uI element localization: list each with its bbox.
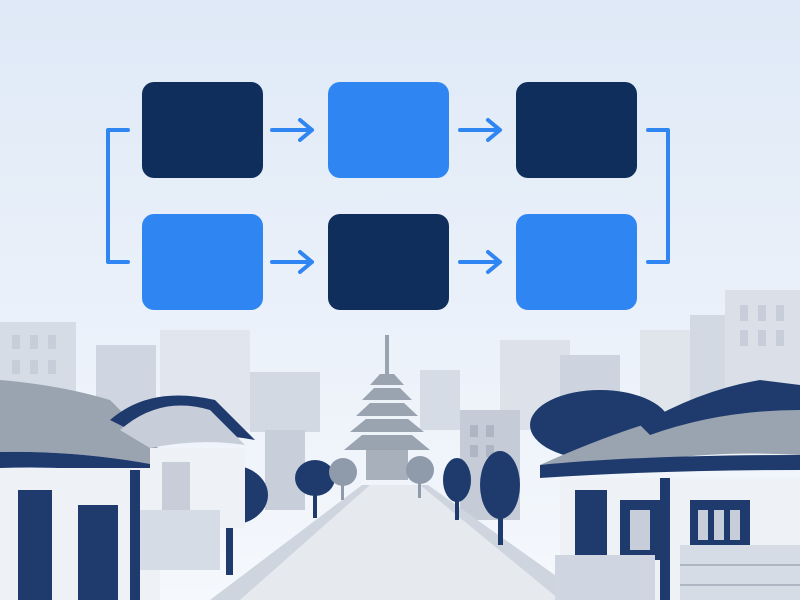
arrow-r1-1 <box>270 118 314 142</box>
flow-boxes <box>142 82 637 310</box>
flow-arrows <box>270 118 502 274</box>
arrow-r2-1 <box>270 250 314 274</box>
pagoda <box>344 335 430 480</box>
right-bracket-connector <box>646 128 670 264</box>
arrow-r2-2 <box>458 250 502 274</box>
flow-connectors <box>106 128 670 264</box>
box-r2-c1 <box>142 214 263 310</box>
box-r1-c1 <box>142 82 263 178</box>
box-r2-c2 <box>328 214 449 310</box>
hanok-left <box>0 380 255 600</box>
left-bracket-connector <box>106 128 130 264</box>
box-r1-c2 <box>328 82 449 178</box>
hanok-right <box>530 380 800 600</box>
box-r1-c3 <box>516 82 637 178</box>
box-r2-c3 <box>516 214 637 310</box>
road <box>210 485 590 600</box>
arrow-r1-2 <box>458 118 502 142</box>
